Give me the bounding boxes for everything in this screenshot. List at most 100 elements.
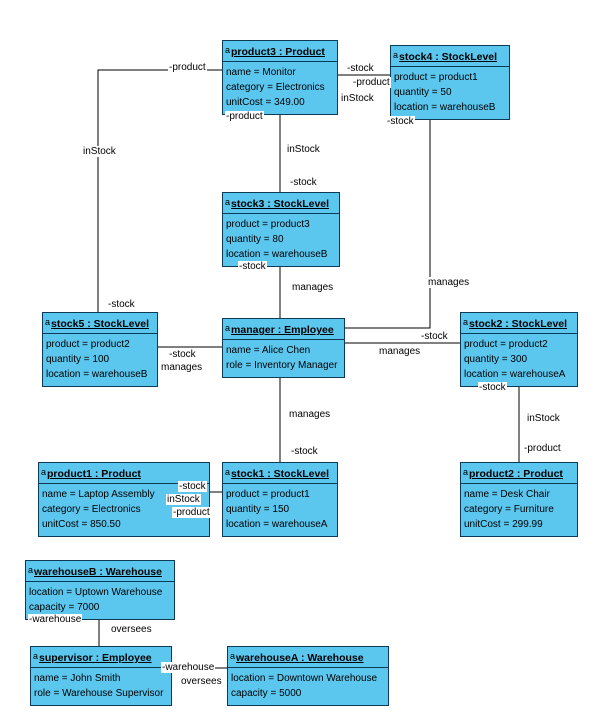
object-marker-icon: a (28, 565, 34, 575)
edge-label: manages (288, 409, 332, 420)
attribute: product = product3 (226, 219, 310, 230)
object-title: stock1 : StockLevel (231, 468, 330, 480)
attribute: capacity = 7000 (29, 602, 100, 613)
attribute: quantity = 300 (464, 354, 528, 365)
attribute: location = Uptown Warehouse (29, 587, 163, 598)
object-attributes: product = product2 quantity = 100 locati… (43, 334, 157, 386)
object-node-warehouseB[interactable]: awarehouseB : Warehouse location = Uptow… (25, 560, 175, 620)
object-title-bar: astock2 : StockLevel (461, 313, 577, 334)
attribute: category = Electronics (42, 504, 141, 515)
attribute: name = Monitor (226, 67, 296, 78)
attribute: unitCost = 349.00 (226, 97, 305, 108)
attribute: unitCost = 850.50 (42, 519, 121, 530)
object-node-supervisor[interactable]: asupervisor : Employee name = John Smith… (30, 646, 172, 706)
attribute: location = warehouseB (226, 249, 328, 260)
attribute: quantity = 50 (394, 87, 452, 98)
edge-label: -product (352, 77, 391, 88)
edge-label: oversees (180, 676, 223, 687)
object-title: supervisor : Employee (39, 652, 152, 664)
object-attributes: product = product1 quantity = 150 locati… (223, 484, 337, 536)
attribute: quantity = 80 (226, 234, 284, 245)
edge-label: -stock (346, 63, 375, 74)
edge-label: inStock (82, 146, 117, 157)
object-attributes: product = product1 quantity = 50 locatio… (391, 67, 509, 119)
object-node-stock1[interactable]: astock1 : StockLevel product = product1 … (222, 462, 338, 537)
object-marker-icon: a (230, 651, 236, 661)
object-node-manager[interactable]: amanager : Employee name = Alice Chen ro… (222, 318, 345, 378)
object-attributes: location = Uptown Warehouse capacity = 7… (26, 582, 174, 619)
attribute: location = warehouseB (46, 369, 148, 380)
object-marker-icon: a (225, 45, 231, 55)
attribute: location = warehouseB (394, 102, 496, 113)
edge-label: manages (378, 346, 422, 357)
edge-label: manages (427, 277, 471, 288)
edge-label: -stock (386, 116, 415, 127)
object-marker-icon: a (225, 197, 231, 207)
object-node-stock5[interactable]: astock5 : StockLevel product = product2 … (42, 312, 158, 387)
object-marker-icon: a (463, 317, 469, 327)
attribute: name = Laptop Assembly (42, 489, 155, 500)
object-attributes: name = Laptop Assembly category = Electr… (39, 484, 209, 536)
object-marker-icon: a (463, 467, 469, 477)
object-node-warehouseA[interactable]: awarehouseA : Warehouse location = Downt… (227, 646, 389, 706)
object-title: stock2 : StockLevel (469, 318, 568, 330)
object-title-bar: astock5 : StockLevel (43, 313, 157, 334)
object-title: stock5 : StockLevel (51, 318, 150, 330)
edge-label: -warehouse (28, 614, 83, 625)
attribute: name = Alice Chen (226, 345, 311, 356)
object-node-stock3[interactable]: astock3 : StockLevel product = product3 … (222, 192, 340, 267)
object-node-product2[interactable]: aproduct2 : Product name = Desk Chair ca… (460, 462, 578, 537)
attribute: role = Inventory Manager (226, 360, 338, 371)
object-title: product3 : Product (231, 46, 325, 58)
edge-label: inStock (286, 144, 321, 155)
attribute: product = product2 (46, 339, 130, 350)
object-title: warehouseB : Warehouse (34, 566, 162, 578)
object-node-stock2[interactable]: astock2 : StockLevel product = product2 … (460, 312, 578, 387)
object-marker-icon: a (393, 50, 399, 60)
object-attributes: location = Downtown Warehouse capacity =… (228, 668, 388, 705)
attribute: quantity = 150 (226, 504, 290, 515)
object-title: manager : Employee (231, 324, 334, 336)
object-title-bar: astock1 : StockLevel (223, 463, 337, 484)
attribute: product = product2 (464, 339, 548, 350)
object-title-bar: astock4 : StockLevel (391, 46, 509, 67)
edge-label: inStock (166, 494, 201, 505)
edge-label: manages (291, 282, 335, 293)
edge-label: -stock (178, 481, 207, 492)
object-marker-icon: a (33, 651, 39, 661)
object-node-product3[interactable]: aproduct3 : Product name = Monitor categ… (222, 40, 338, 115)
edge-label: -stock (238, 261, 267, 272)
attribute: location = warehouseA (226, 519, 328, 530)
attribute: category = Electronics (226, 82, 325, 93)
connector-stock4-manager (345, 113, 431, 329)
object-attributes: product = product3 quantity = 80 locatio… (223, 214, 339, 266)
edge-label: -stock (289, 177, 318, 188)
object-node-stock4[interactable]: astock4 : StockLevel product = product1 … (390, 45, 510, 120)
edge-label: -warehouse (161, 662, 216, 673)
edge-label: manages (160, 362, 204, 373)
object-attributes: product = product2 quantity = 300 locati… (461, 334, 577, 386)
object-attributes: name = Alice Chen role = Inventory Manag… (223, 340, 344, 377)
object-attributes: name = Desk Chair category = Furniture u… (461, 484, 577, 536)
edge-label: -product (168, 62, 207, 73)
connector-product3-stock5 (97, 69, 222, 312)
object-title-bar: awarehouseA : Warehouse (228, 647, 388, 668)
object-marker-icon: a (225, 467, 231, 477)
attribute: product = product1 (394, 72, 478, 83)
object-title: product1 : Product (47, 468, 141, 480)
object-title-bar: asupervisor : Employee (31, 647, 171, 668)
object-title-bar: aproduct2 : Product (461, 463, 577, 484)
attribute: role = Warehouse Supervisor (34, 688, 164, 699)
edge-label: -stock (290, 446, 319, 457)
object-attributes: name = Monitor category = Electronics un… (223, 62, 337, 114)
object-title-bar: aproduct1 : Product (39, 463, 209, 484)
attribute: capacity = 5000 (231, 688, 302, 699)
object-title-bar: awarehouseB : Warehouse (26, 561, 174, 582)
object-title: product2 : Product (469, 468, 563, 480)
edge-label: -product (172, 507, 211, 518)
attribute: quantity = 100 (46, 354, 110, 365)
object-marker-icon: a (225, 323, 231, 333)
object-title-bar: amanager : Employee (223, 319, 344, 340)
attribute: name = John Smith (34, 673, 121, 684)
attribute: name = Desk Chair (464, 489, 550, 500)
